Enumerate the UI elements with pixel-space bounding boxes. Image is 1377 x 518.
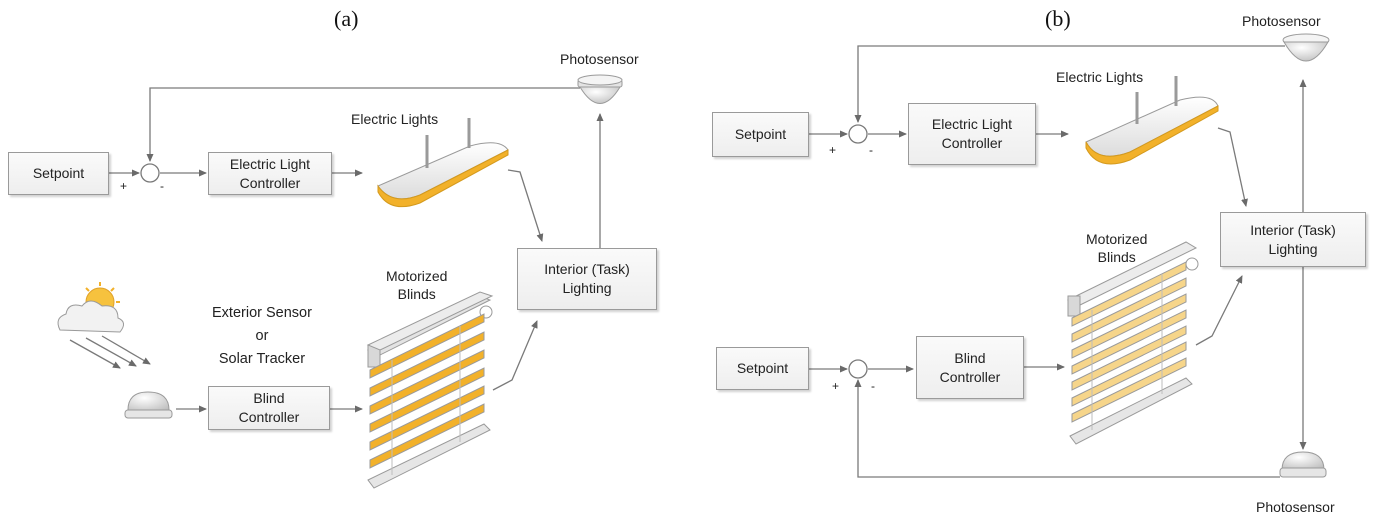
interior-lighting-box-a: Interior (Task) Lighting [517,248,657,310]
electric-lights-label-b: Electric Lights [1056,69,1144,85]
exterior-sensor-icon-a [124,391,173,419]
panel-a-graphics [69,87,604,413]
photosensor-icon-b-top [1282,33,1330,62]
blind-controller-box-a: Blind Controller [208,386,330,430]
panel-label-b: (b) [1045,6,1071,31]
minus-sign-b-bottom: - [871,379,875,393]
blind-controller-box-b: Blind Controller [916,336,1024,399]
feedback-line-b-top [854,45,1285,123]
electric-lights-icon-a [377,118,509,208]
electric-light-controller-box-b: Electric Light Controller [908,103,1036,165]
summing-junction-b-bottom [848,359,868,379]
sun-ray-2 [85,337,137,367]
feedback-line-a [146,87,580,162]
photosensor-label-b-top: Photosensor [1242,13,1321,29]
plus-sign-b-bottom: + [832,379,840,393]
photosensor-label-b-bottom: Photosensor [1256,499,1335,515]
photosensor-icon-a [577,74,623,104]
sun-ray-3 [101,335,151,365]
electric-light-controller-box-a: Electric Light Controller [208,152,332,195]
electric-lights-label-a: Electric Lights [351,111,439,127]
motorized-blinds-icon-a [366,291,494,489]
sun-ray-1 [69,339,121,369]
motorized-blinds-icon-b [1066,241,1199,445]
arrow-lights-to-interior-a [507,169,544,242]
setpoint-box-b-top: Setpoint [712,112,809,157]
minus-sign-b-top: - [869,143,873,157]
arrow-blinds-to-interior-b [1195,275,1243,346]
plus-sign-b-top: + [829,143,837,157]
motorized-blinds-label-a: Motorized Blinds [386,268,448,302]
exterior-sensor-label: Exterior Sensor or Solar Tracker [212,305,312,367]
summing-junction-b-top [848,124,868,144]
panel-label-a: (a) [334,6,359,31]
setpoint-box-b-bottom: Setpoint [716,347,809,390]
photosensor-label-a: Photosensor [560,51,639,67]
sun-cloud-icon [57,282,124,333]
setpoint-box-a: Setpoint [8,152,109,195]
panel-b-graphics [809,45,1307,478]
minus-sign-a: - [160,179,164,193]
motorized-blinds-label-b: Motorized Blinds [1086,231,1148,265]
arrow-lights-to-interior-b [1217,127,1248,207]
arrow-blinds-to-interior-a [492,320,538,391]
plus-sign-a: + [120,179,128,193]
electric-lights-icon-b [1085,76,1219,165]
feedback-line-b-bottom [854,379,1280,478]
summing-junction-a [140,163,160,183]
interior-lighting-box-b: Interior (Task) Lighting [1220,212,1366,267]
photosensor-icon-b-bottom [1279,451,1327,478]
